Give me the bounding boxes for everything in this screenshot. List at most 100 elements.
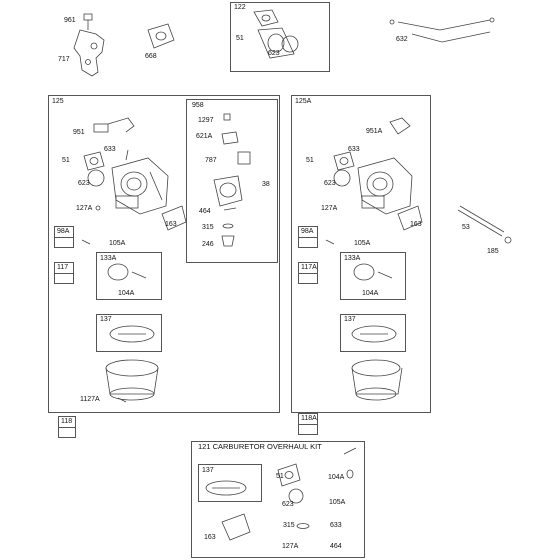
gasket-668-illustration <box>147 23 175 49</box>
frame-125-label: 125 <box>52 98 64 105</box>
bowl-right-illustration <box>351 359 403 401</box>
carburetor-body-illustration <box>111 157 169 215</box>
part-label-961: 961 <box>64 17 76 24</box>
subframe-133a <box>96 252 162 300</box>
part-label-51-top: 51 <box>236 35 244 42</box>
kit-label-623: 623 <box>282 501 294 508</box>
part-label-51: 51 <box>62 157 70 164</box>
part-label-1297: 1297 <box>198 117 214 124</box>
kit-gasket-163-illustration <box>221 513 251 541</box>
spacer-51-623-illustration <box>253 9 299 59</box>
bracket-717-illustration <box>73 29 105 77</box>
part-label-127a: 127A <box>76 205 93 212</box>
part-label-105a-right: 105A <box>354 240 371 247</box>
frame-958 <box>186 99 278 263</box>
part-label-104a-right: 104A <box>362 290 379 297</box>
subframe-117a: 117A <box>298 262 318 284</box>
subframe-137-right-label: 137 <box>344 316 356 323</box>
part-label-53: 53 <box>462 224 470 231</box>
part-label-38: 38 <box>262 181 270 188</box>
subframe-137-kit-label: 137 <box>202 467 214 474</box>
subframe-118: 118 <box>58 416 76 438</box>
frame-958-label: 958 <box>192 102 204 109</box>
kit-label-633: 633 <box>330 522 342 529</box>
primer-bowl-1127a-illustration <box>105 359 159 403</box>
part-label-717: 717 <box>58 56 70 63</box>
part-label-1127a: 1127A <box>80 396 100 403</box>
part-label-623-top: 623 <box>268 50 280 57</box>
kit-oring-623-illustration <box>288 488 304 504</box>
carburetor-body-right-illustration <box>357 157 413 215</box>
overhaul-kit-title: 121 CARBURETOR OVERHAUL KIT <box>198 442 322 451</box>
fuel-solenoid-illustration <box>213 113 251 247</box>
part-label-632: 632 <box>396 36 408 43</box>
part-label-633: 633 <box>104 146 116 153</box>
screw-98a-illustration <box>81 239 91 245</box>
screw-127a-illustration <box>95 205 101 211</box>
part-label-163-right: 163 <box>410 221 422 228</box>
bolt-961-illustration <box>83 13 93 30</box>
part-label-185: 185 <box>487 248 499 255</box>
subframe-133a-label: 133A <box>100 255 117 262</box>
pump-133a-illustration <box>107 263 147 281</box>
frame-125a <box>291 95 431 413</box>
frame-125a-label: 125A <box>295 98 312 105</box>
linkage-rod-632-illustration <box>389 17 495 43</box>
part-label-105a: 105A <box>109 240 126 247</box>
subframe-137-right <box>340 314 406 352</box>
kit-label-464: 464 <box>330 543 342 550</box>
kit-label-315: 315 <box>283 522 295 529</box>
subframe-137-label: 137 <box>100 316 112 323</box>
fitting-633-illustration <box>125 149 129 161</box>
kit-105a-illustration <box>346 469 354 479</box>
part-label-246: 246 <box>202 241 214 248</box>
part-label-464: 464 <box>199 208 211 215</box>
part-label-951: 951 <box>73 129 85 136</box>
kit-seal-315-illustration <box>296 523 310 529</box>
connector-951a-illustration <box>389 117 411 135</box>
kit-label-127a: 127A <box>282 543 299 550</box>
frame-122 <box>230 2 330 72</box>
diaphragm-137-illustration <box>109 325 155 343</box>
part-label-951a: 951A <box>366 128 383 135</box>
subframe-98a: 98A <box>54 226 74 248</box>
subframe-137-kit <box>198 464 262 502</box>
frame-122-label: 122 <box>234 4 246 11</box>
subframe-133a-right-label: 133A <box>344 255 361 262</box>
subframe-137 <box>96 314 162 352</box>
frame-overhaul-kit <box>191 441 365 558</box>
gasket-51-illustration <box>83 151 105 171</box>
subframe-133a-right <box>340 252 406 300</box>
subframe-98a-right: 98A <box>298 226 318 248</box>
part-label-633-right: 633 <box>348 146 360 153</box>
part-label-623: 623 <box>78 180 90 187</box>
shaft-53-illustration <box>457 205 512 244</box>
subframe-118a: 118A <box>298 413 318 435</box>
part-label-163: 163 <box>165 221 177 228</box>
kit-label-104a: 104A <box>328 474 345 481</box>
screw-98a-right-illustration <box>325 239 335 245</box>
subframe-117: 117 <box>54 262 74 284</box>
gasket-163-right-illustration <box>397 205 423 231</box>
kit-label-51: 51 <box>276 473 284 480</box>
kit-diaphragm-illustration <box>205 480 247 496</box>
gasket-51-right-illustration <box>333 151 355 171</box>
kit-gasket-51-illustration <box>277 463 301 487</box>
connector-951-illustration <box>93 117 135 133</box>
part-label-104a: 104A <box>118 290 135 297</box>
oring-623-illustration <box>87 169 105 187</box>
part-label-315: 315 <box>202 224 214 231</box>
part-label-787: 787 <box>205 157 217 164</box>
diaphragm-137-right-illustration <box>351 325 397 343</box>
pump-133a-right-illustration <box>353 263 393 281</box>
kit-label-105a: 105A <box>329 499 346 506</box>
frame-125 <box>48 95 280 413</box>
oring-623-right-illustration <box>333 169 351 187</box>
kit-label-163: 163 <box>204 534 216 541</box>
part-label-51-right: 51 <box>306 157 314 164</box>
part-label-127a-right: 127A <box>321 205 338 212</box>
part-label-621a: 621A <box>196 133 213 140</box>
part-label-623-right: 623 <box>324 180 336 187</box>
